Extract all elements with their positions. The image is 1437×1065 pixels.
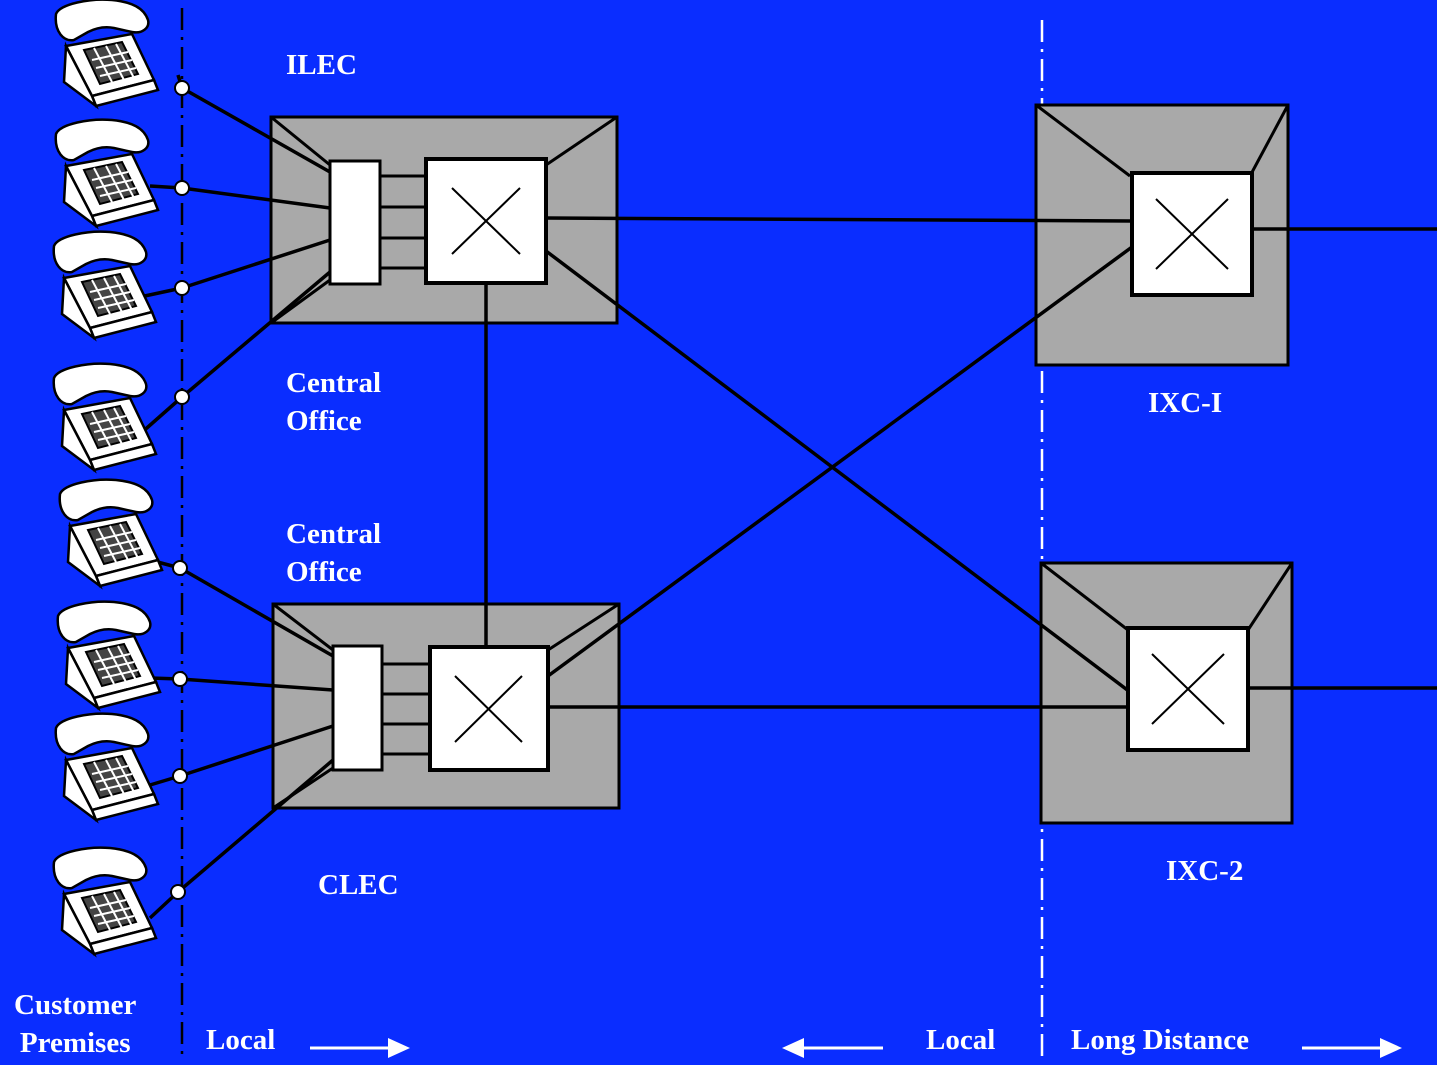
ilec-line-card bbox=[328, 159, 426, 286]
ilec-label: ILEC bbox=[286, 49, 357, 81]
arrow-icon bbox=[310, 1038, 410, 1058]
long-distance-label: Long Distance bbox=[1071, 1024, 1250, 1056]
arrow-icon bbox=[1302, 1038, 1402, 1058]
demarcation-points bbox=[170, 80, 190, 900]
central-office-line1: Central bbox=[286, 518, 382, 550]
ilec-switch bbox=[424, 157, 548, 285]
telephone-icon bbox=[52, 846, 158, 956]
clec-line-card bbox=[331, 644, 430, 772]
ixc1-label: IXC-I bbox=[1148, 387, 1223, 419]
telephone-icon bbox=[52, 362, 158, 472]
central-office-line2: Office bbox=[286, 405, 362, 437]
clec-switch bbox=[428, 645, 550, 772]
arrow-icon bbox=[782, 1038, 883, 1058]
central-office-line1: Central bbox=[286, 367, 382, 399]
ilec-customer-lines bbox=[138, 74, 332, 436]
telephone-icon bbox=[58, 478, 164, 588]
telephone-icon bbox=[54, 712, 160, 822]
local-label-left: Local bbox=[206, 1024, 276, 1056]
central-office-label-top: Central Office bbox=[286, 364, 381, 440]
customer-premises-line2: Premises bbox=[19, 1027, 131, 1059]
telephone-icon bbox=[54, 0, 160, 108]
telephone-icon bbox=[56, 600, 162, 710]
office-corner-lines bbox=[270, 103, 1294, 810]
telephone-icon bbox=[54, 118, 160, 228]
ixc1-switch bbox=[1130, 171, 1254, 297]
customer-premises-line1: Customer bbox=[14, 989, 137, 1021]
central-office-label-bottom: Central Office bbox=[286, 515, 381, 591]
ixc2-switch bbox=[1126, 626, 1250, 752]
ixc2-label: IXC-2 bbox=[1166, 855, 1244, 887]
trunk-lines bbox=[484, 216, 1437, 709]
telephone-icon bbox=[52, 230, 158, 340]
local-label-right: Local bbox=[926, 1024, 996, 1056]
clec-label: CLEC bbox=[318, 869, 399, 901]
central-office-line2: Office bbox=[286, 556, 362, 588]
customer-premises-label: Customer Premises bbox=[14, 986, 136, 1062]
